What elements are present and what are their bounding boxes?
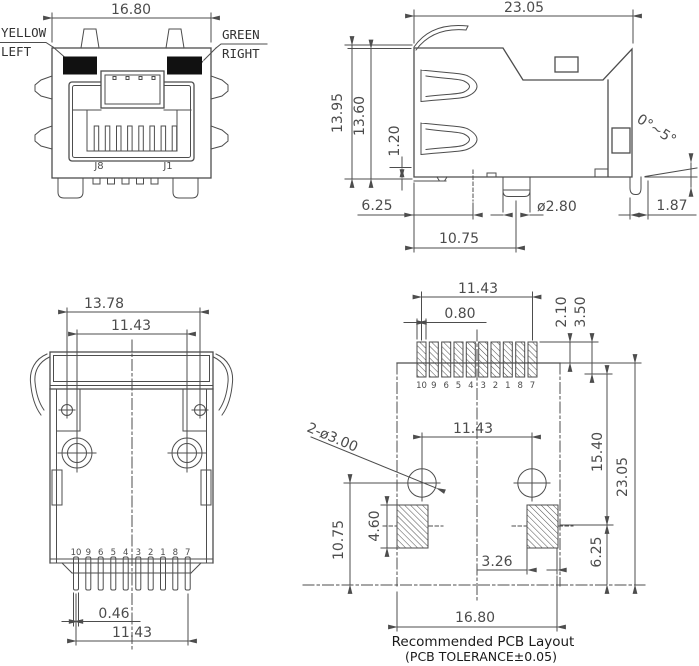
coplanarity-lines [644, 167, 698, 178]
dim-holes-note: 2-ø3.00 [304, 420, 360, 456]
mounting-feet [57, 177, 199, 199]
slot-pad-right [526, 504, 559, 549]
leader-line [310, 436, 446, 494]
ext-lines [75, 593, 189, 646]
pad-number: 3 [480, 381, 485, 391]
pin-number: 8 [173, 548, 178, 558]
pad-number: 7 [530, 381, 535, 391]
pin-row [73, 556, 191, 591]
dim-slot-height: 4.60 [367, 510, 383, 541]
dim-post1: 6.25 [361, 198, 392, 214]
ext-lines [421, 291, 533, 341]
dim-slot-width: 3.26 [481, 554, 512, 570]
emi-finger-upper [420, 69, 478, 103]
dim-pad-span: 11.43 [458, 281, 498, 297]
emi-tabs-right [210, 75, 229, 150]
mounting-post [502, 176, 531, 197]
dim-tilt-angle: 0°~5° [634, 111, 679, 148]
dim-hole-to-slot: 15.40 [590, 432, 606, 472]
led-right-pos-label: RIGHT [222, 46, 260, 61]
pin-number: 7 [185, 548, 190, 558]
led-right-color-label: GREEN [222, 27, 260, 42]
pad-number: 9 [431, 381, 436, 391]
slot-pad-left [396, 504, 429, 549]
solder-tail [629, 176, 642, 195]
pin-number: 2 [148, 548, 153, 558]
dim-slot-to-edge: 6.25 [589, 536, 605, 567]
pad-number: 6 [443, 381, 448, 391]
dim-pad-depth: 3.50 [573, 296, 589, 327]
dim-span-outer: 13.78 [84, 296, 124, 312]
contact-label-j8: J8 [93, 161, 103, 172]
contact-label-j1: J1 [162, 161, 172, 172]
dim-total-depth: 23.05 [615, 457, 631, 497]
pad-number: 4 [468, 381, 473, 391]
pad-number: 1 [505, 381, 510, 391]
side-body [413, 24, 698, 202]
side-view: 23.05 13.95 13.60 1.20 6.25 ø2.80 10.75 … [330, 0, 698, 253]
ext-lines [413, 180, 649, 253]
pin-number: 5 [111, 548, 116, 558]
ext-lines [396, 575, 558, 632]
dim-edge-offset: 2.10 [554, 296, 570, 327]
dim-height-body: 13.60 [352, 96, 368, 136]
bottom-detail [413, 172, 497, 182]
shield-body [51, 47, 212, 179]
side-window [611, 127, 631, 154]
pcb-layout: 10 9 6 5 4 3 2 1 8 7 11.43 0.80 2.10 3.5… [302, 281, 646, 664]
smt-pads [416, 341, 538, 378]
dim-pad-width: 0.80 [444, 306, 475, 322]
emi-finger-lower [420, 122, 478, 156]
leader-arrow [195, 47, 217, 69]
led-right [167, 56, 202, 75]
led-left-color-label: YELLOW [1, 25, 47, 40]
dim-height-total: 13.95 [330, 93, 346, 133]
dim-front-width: 16.80 [111, 2, 151, 18]
side-spring-right [212, 353, 234, 416]
led-left-pos-label: LEFT [1, 44, 32, 59]
pin-number: 9 [86, 548, 91, 558]
leader-line [215, 43, 268, 49]
dim-post-dia: ø2.80 [537, 199, 577, 215]
pad-number: 10 [416, 381, 427, 391]
top-spring [413, 24, 469, 51]
dim-pin-width: 0.46 [98, 606, 129, 622]
pcb-caption-tolerance: (PCB TOLERANCE±0.05) [405, 649, 557, 664]
top-body [29, 339, 234, 651]
latch-window [554, 56, 579, 73]
pin-number: 6 [98, 548, 103, 558]
dim-standoff: 1.20 [387, 125, 403, 156]
dim-hole-span: 11.43 [453, 421, 493, 437]
emi-tabs-left [34, 75, 53, 150]
dim-span-posts: 11.43 [111, 318, 151, 334]
rear-step [594, 168, 609, 178]
top-tabs [80, 28, 185, 49]
pcb-caption-title: Recommended PCB Layout [392, 634, 575, 650]
front-view: 16.80 YELLOW LEFT GREEN RIGHT J8 J1 [0, 2, 268, 199]
pin-number: 10 [71, 548, 82, 558]
dim-total-width: 16.80 [455, 610, 495, 626]
dim-pin-span: 11.43 [112, 625, 152, 641]
pad-number: 8 [517, 381, 522, 391]
dim-tail: 1.87 [656, 198, 687, 214]
pin-number: 4 [123, 548, 128, 558]
pin-number: 1 [160, 548, 165, 558]
pin-number: 3 [136, 548, 141, 558]
top-view: 13.78 11.43 10 9 6 [29, 296, 234, 651]
pad-number: 5 [456, 381, 461, 391]
side-spring-left [29, 353, 51, 416]
rj45-aperture [68, 70, 195, 162]
dim-side-depth: 23.05 [504, 0, 544, 16]
pad-number: 2 [493, 381, 498, 391]
dim-hole-to-edge: 10.75 [331, 520, 347, 560]
dim-post2: 10.75 [439, 231, 479, 247]
led-left [63, 56, 97, 75]
leader-line [0, 42, 54, 48]
